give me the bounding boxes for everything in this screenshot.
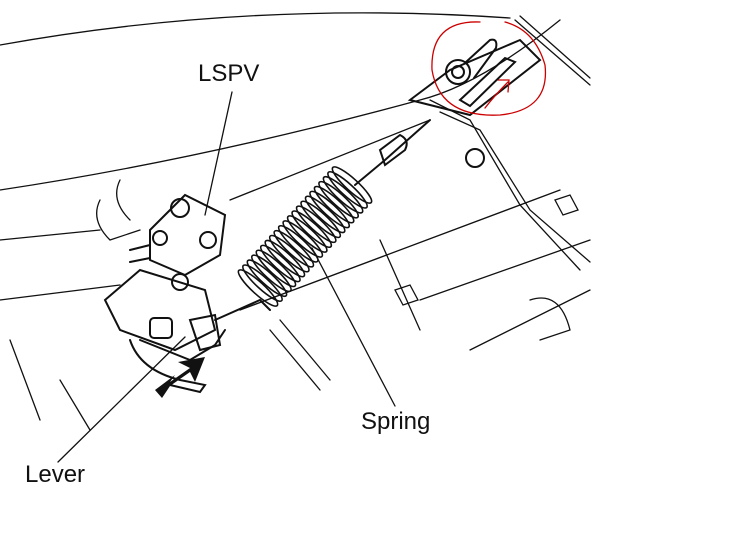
spring-coil — [327, 171, 368, 209]
spring-hook — [378, 133, 408, 167]
spring-leader — [311, 247, 396, 407]
body-panel-curve — [0, 19, 561, 191]
spring-coil — [313, 185, 355, 224]
bolt-lower — [465, 148, 485, 168]
spring-coil — [286, 215, 328, 253]
spring-coil — [268, 234, 310, 273]
lever — [103, 268, 271, 394]
spring-coil — [251, 254, 292, 293]
spring-coil — [246, 259, 288, 298]
lspv-leader — [204, 91, 233, 216]
spring-rod — [354, 119, 431, 186]
spring-coil — [277, 224, 319, 263]
push-arrow — [155, 357, 205, 398]
annotation-circle — [431, 21, 547, 116]
spring-coils — [237, 166, 373, 307]
spring-coil — [322, 175, 364, 214]
lever-leader — [57, 336, 186, 463]
bracket — [407, 38, 542, 117]
label-lever: Lever — [25, 461, 86, 488]
spring-coil — [259, 244, 301, 283]
annotation-arrow — [484, 79, 510, 109]
lspv-valve — [129, 193, 227, 291]
spring-coil — [300, 200, 342, 239]
spring-coil — [304, 195, 346, 234]
spring-coil — [318, 180, 359, 219]
spring-coil — [295, 205, 337, 244]
spring-coil — [242, 264, 283, 302]
bolt — [445, 38, 517, 108]
spring-coil — [255, 249, 297, 288]
spring-coil — [309, 190, 351, 229]
label-lspv: LSPV — [198, 60, 260, 87]
spring-coil — [291, 210, 333, 249]
label-spring: Spring — [361, 408, 431, 435]
spring-coil — [264, 239, 306, 278]
spring-coil — [237, 269, 279, 307]
spring-coil — [273, 229, 315, 268]
frame — [0, 15, 591, 431]
spring-coil — [282, 220, 324, 258]
body-panel-edge — [0, 12, 511, 46]
spring-coil — [331, 166, 373, 204]
